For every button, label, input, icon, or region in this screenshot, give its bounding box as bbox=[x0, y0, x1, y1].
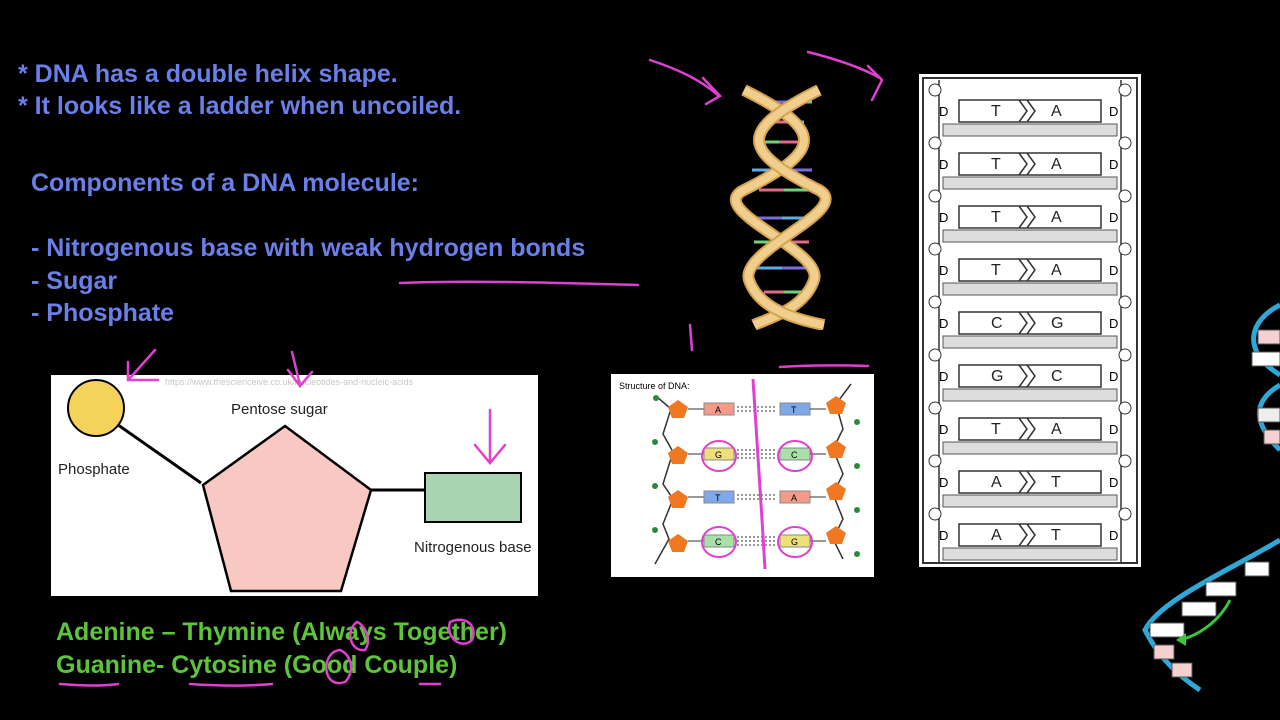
phosphate-circle bbox=[67, 379, 125, 437]
helix-svg bbox=[729, 84, 832, 331]
svg-text:D: D bbox=[1109, 316, 1118, 331]
intro-line-2: * It looks like a ladder when uncoiled. bbox=[18, 92, 462, 120]
pair-1-right: T bbox=[791, 405, 797, 415]
nucleotide-svg: https://www.thescienceive.co.uk/nucleoti… bbox=[58, 377, 532, 593]
svg-text:D: D bbox=[1109, 369, 1118, 384]
ladder-base-right: A bbox=[1051, 103, 1062, 120]
svg-text:D: D bbox=[1109, 210, 1118, 225]
svg-text:D: D bbox=[1109, 422, 1118, 437]
ladder-base-left: T bbox=[991, 262, 1001, 279]
pair-4-left: C bbox=[715, 537, 722, 547]
underline-hydrogen-bonds bbox=[398, 280, 640, 287]
ladder-base-left: A bbox=[991, 527, 1002, 544]
svg-text:D: D bbox=[939, 157, 948, 172]
ladder-base-right: T bbox=[1051, 527, 1061, 544]
svg-text:D: D bbox=[1109, 475, 1118, 490]
pair-3-left: T bbox=[715, 493, 721, 503]
ladder-base-left: T bbox=[991, 156, 1001, 173]
structure-svg: Structure of DNA: A T G C bbox=[619, 378, 860, 570]
svg-text:D: D bbox=[1109, 104, 1118, 119]
ladder-base-left: T bbox=[991, 209, 1001, 226]
pairing-at: Adenine – Thymine (Always Together) bbox=[56, 618, 508, 646]
ladder-base-right: A bbox=[1051, 156, 1062, 173]
svg-text:D: D bbox=[1109, 263, 1118, 278]
edge-helix-decoration bbox=[1140, 300, 1280, 700]
structure-diagram: Structure of DNA: A T G C bbox=[611, 374, 874, 577]
ladder-base-right: T bbox=[1051, 474, 1061, 491]
pair-4-right: G bbox=[791, 537, 798, 547]
svg-text:D: D bbox=[939, 475, 948, 490]
dna-ladder-diagram: D T D A D T D A D T D A D T D A D C D G D G D C D T D A D A D T D A D T bbox=[919, 74, 1141, 567]
structure-pair-1: A T bbox=[668, 396, 846, 418]
ladder-base-left: G bbox=[991, 368, 1003, 385]
structure-pair-4: C G bbox=[668, 526, 846, 552]
svg-text:D: D bbox=[1109, 528, 1118, 543]
pair-1-left: A bbox=[715, 405, 721, 415]
svg-text:D: D bbox=[939, 263, 948, 278]
component-item-base: - Nitrogenous base with weak hydrogen bo… bbox=[31, 234, 586, 262]
left-backbone bbox=[654, 395, 674, 565]
double-helix-image bbox=[724, 80, 834, 331]
pairing-gc: Guanine- Cytosine (Good Couple) bbox=[56, 651, 458, 679]
pair-2-right: C bbox=[791, 450, 798, 460]
phosphate-bond bbox=[110, 418, 202, 485]
sugar-label: Pentose sugar bbox=[231, 401, 328, 418]
component-item-phosphate: - Phosphate bbox=[31, 299, 175, 327]
ladder-base-left: T bbox=[991, 103, 1001, 120]
intro-line-1: * DNA has a double helix shape. bbox=[18, 60, 398, 88]
structure-pair-2: G C bbox=[668, 440, 846, 464]
phosphate-label: Phosphate bbox=[58, 461, 130, 478]
pentose-pentagon bbox=[201, 424, 373, 593]
ladder-base-right: A bbox=[1051, 262, 1062, 279]
structure-title: Structure of DNA: bbox=[619, 381, 690, 391]
ladder-base-right: A bbox=[1051, 209, 1062, 226]
base-rect bbox=[424, 472, 522, 523]
split-annotation bbox=[751, 378, 767, 570]
ladder-base-right: A bbox=[1051, 421, 1062, 438]
svg-text:D: D bbox=[939, 210, 948, 225]
component-item-sugar: - Sugar bbox=[31, 267, 118, 295]
components-heading: Components of a DNA molecule: bbox=[31, 169, 419, 197]
pair-2-left: G bbox=[715, 450, 722, 460]
base-label: Nitrogenous base bbox=[414, 539, 532, 556]
ladder-base-right: G bbox=[1051, 315, 1063, 332]
svg-text:D: D bbox=[939, 422, 948, 437]
edge-helix-svg bbox=[1142, 302, 1280, 693]
ladder-base-left: T bbox=[991, 421, 1001, 438]
arrow-to-helix bbox=[648, 58, 720, 97]
ladder-base-left: C bbox=[991, 315, 1003, 332]
ladder-svg: D T D A D T D A D T D A D T D A D C D G D G D C D T D A D A D T D A D T bbox=[922, 77, 1138, 564]
svg-text:D: D bbox=[939, 528, 948, 543]
ladder-base-left: A bbox=[991, 474, 1002, 491]
svg-text:D: D bbox=[939, 104, 948, 119]
svg-text:D: D bbox=[939, 316, 948, 331]
nucleotide-diagram: https://www.thescienceive.co.uk/nucleoti… bbox=[51, 375, 538, 596]
svg-text:D: D bbox=[1109, 157, 1118, 172]
pair-3-right: A bbox=[791, 493, 797, 503]
svg-text:D: D bbox=[939, 369, 948, 384]
ladder-base-right: C bbox=[1051, 368, 1063, 385]
source-url: https://www.thescienceive.co.uk/nucleoti… bbox=[165, 377, 414, 387]
structure-pair-3: T A bbox=[668, 482, 846, 508]
